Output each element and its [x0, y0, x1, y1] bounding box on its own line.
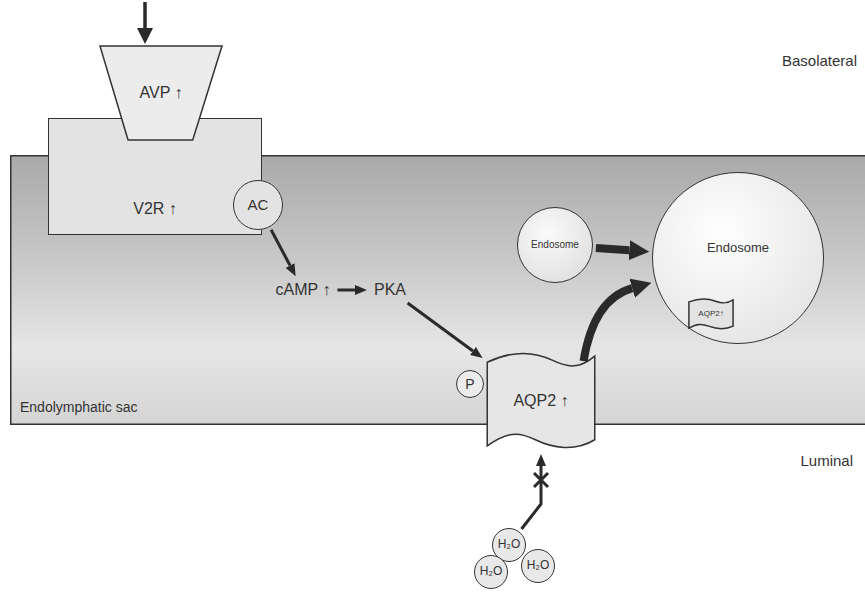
- channel-shape: AQP2↑: [688, 298, 734, 330]
- node-label: AC: [248, 196, 269, 213]
- block-mark: [534, 473, 548, 487]
- shape-path: [689, 299, 733, 328]
- input-arrow-shaft: [143, 2, 147, 30]
- arrow-connector: [522, 466, 541, 529]
- channel-shape: AQP2 ↑: [485, 350, 597, 452]
- input-arrow-head: [137, 28, 153, 44]
- ligand-trapezoid: AVP ↑: [100, 46, 222, 140]
- molecule-circle: H₂O: [521, 549, 556, 584]
- node-label: AQP2↑: [698, 309, 723, 318]
- node-label: PKA: [374, 281, 406, 299]
- arrow-connector: [596, 248, 629, 250]
- kinase-text: PKA: [370, 279, 410, 301]
- arrow-connector: [584, 288, 633, 361]
- endosome-circle: EndosomeAQP2↑: [652, 172, 824, 344]
- side-label: Luminal: [800, 452, 853, 469]
- arrow-connector: [271, 230, 290, 266]
- phosphate-circle: P: [456, 370, 484, 398]
- shape-path: [487, 354, 595, 448]
- node-label: V2R ↑: [133, 200, 177, 218]
- arrow-connector: [337, 288, 355, 291]
- node-label: AVP ↑: [140, 84, 183, 102]
- node-label: AQP2 ↑: [513, 392, 568, 410]
- node-label: Endolymphatic sac: [20, 399, 138, 415]
- messenger-text: cAMP ↑: [272, 279, 335, 301]
- block-mark: [534, 473, 548, 487]
- node-label: P: [465, 376, 474, 392]
- arrow-connector: [408, 303, 473, 351]
- side-label: Basolateral: [782, 52, 857, 69]
- enzyme-circle: AC: [233, 180, 283, 230]
- endosome-circle: Endosome: [517, 207, 593, 283]
- node-label: Endosome: [531, 239, 579, 251]
- node-label: H₂O: [498, 538, 521, 552]
- node-label: H₂O: [480, 565, 503, 579]
- shape-path: [100, 46, 222, 140]
- node-label: H₂O: [527, 559, 550, 573]
- molecule-circle: H₂O: [474, 555, 509, 590]
- node-label: Endosome: [707, 241, 769, 256]
- node-label: cAMP ↑: [276, 281, 331, 299]
